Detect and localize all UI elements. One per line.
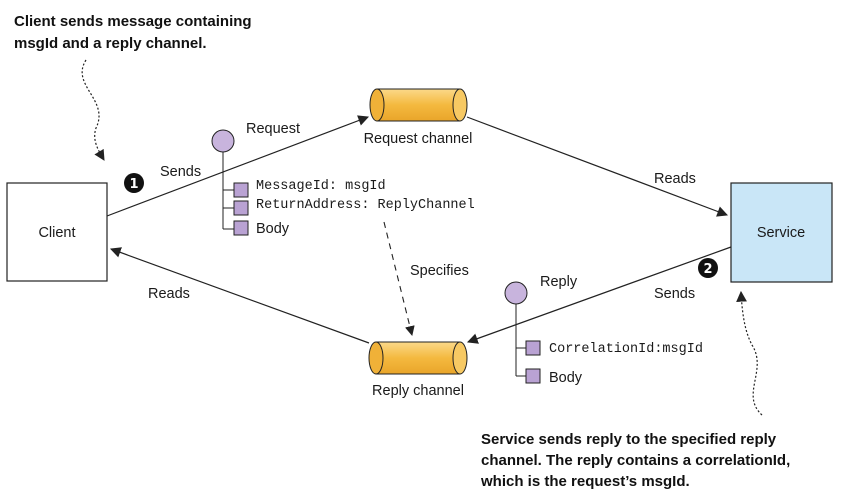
- request-channel: Request channel: [364, 88, 473, 147]
- client-box: [6, 182, 108, 282]
- bottom-note-line3: which is the request’s msgId.: [480, 473, 690, 490]
- request-message-icon: [211, 129, 235, 153]
- step2-badge: 2: [698, 258, 718, 278]
- request-channel-left-cap: [369, 88, 385, 122]
- specifies-arrow: [383, 221, 415, 336]
- top-note-pointer: [81, 59, 105, 161]
- bottom-note-line1: Service sends reply to the specified rep…: [481, 431, 777, 448]
- request-channel-body: [376, 88, 461, 122]
- request-field-message-id: MessageId: msgId: [256, 179, 386, 194]
- reply-channel-body: [375, 341, 461, 375]
- request-field-box: [233, 220, 249, 236]
- request-message-tree: [222, 152, 234, 230]
- request-channel-label: Request channel: [364, 131, 473, 147]
- client-sends-label: Sends: [160, 164, 201, 180]
- top-annotation: Client sends message containing msgId an…: [14, 13, 252, 161]
- reply-message: Reply CorrelationId:msgId Body: [504, 274, 703, 386]
- top-note-line2: msgId and a reply channel.: [14, 35, 207, 52]
- step1-badge: 1: [124, 173, 144, 193]
- svg-text:1: 1: [129, 177, 138, 192]
- reply-channel-right-cap: [452, 341, 468, 375]
- specifies-label: Specifies: [410, 263, 469, 279]
- reply-channel-to-client-arrow: [109, 247, 370, 344]
- reply-field-box: [525, 340, 541, 356]
- service-label: Service: [757, 225, 805, 241]
- request-field-return-address: ReturnAddress: ReplyChannel: [256, 198, 475, 213]
- request-field-body: Body: [256, 221, 290, 237]
- client-to-request-channel-arrow: [106, 115, 370, 217]
- service-reads-label: Reads: [654, 171, 696, 187]
- request-field-box: [233, 182, 249, 198]
- service-to-reply-channel-arrow: [466, 246, 732, 344]
- svg-text:2: 2: [703, 262, 712, 277]
- request-message: Request MessageId: msgId ReturnAddress: …: [211, 121, 475, 237]
- service-sends-label: Sends: [654, 286, 695, 302]
- reply-field-box: [525, 368, 541, 384]
- reply-field-correlation-id: CorrelationId:msgId: [549, 342, 703, 357]
- reply-message-label: Reply: [540, 274, 578, 290]
- reply-field-body: Body: [549, 370, 583, 386]
- reply-channel: Reply channel: [368, 341, 468, 399]
- bottom-note-line2: channel. The reply contains a correlatio…: [481, 452, 790, 469]
- client-reads-label: Reads: [148, 286, 190, 302]
- request-message-label: Request: [246, 121, 300, 137]
- client-node: Client: [6, 182, 108, 282]
- top-note-line1: Client sends message containing: [14, 13, 252, 30]
- request-channel-to-service-arrow: [466, 116, 729, 217]
- reply-channel-left-cap: [368, 341, 384, 375]
- bottom-note-pointer: [736, 290, 763, 416]
- bottom-annotation: Service sends reply to the specified rep…: [480, 290, 790, 490]
- service-box: [730, 182, 833, 283]
- request-field-box: [233, 200, 249, 216]
- reply-channel-label: Reply channel: [372, 383, 464, 399]
- request-channel-right-cap: [452, 88, 468, 122]
- reply-message-tree: [515, 304, 526, 377]
- reply-message-icon: [504, 281, 528, 305]
- service-node: Service: [730, 182, 833, 283]
- client-label: Client: [38, 225, 75, 241]
